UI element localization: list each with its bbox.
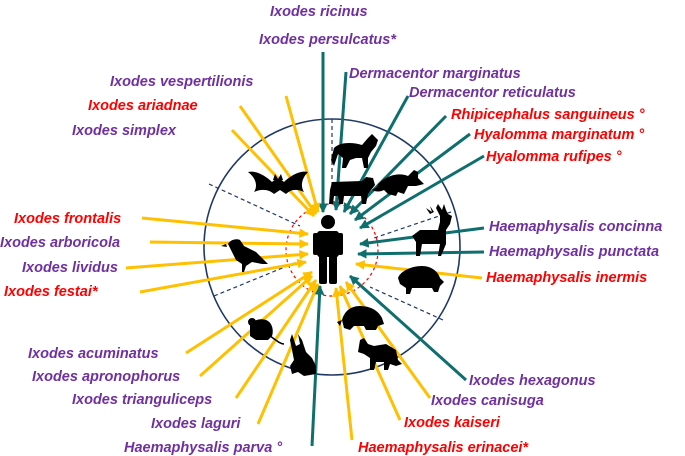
arrow-ariadnae [238,105,318,215]
label-canisuga: Ixodes canisuga [431,393,544,409]
label-ariadnae: Ixodes ariadnae [88,98,198,114]
arrow-laguri [256,283,320,425]
arrow-lividus [125,249,309,270]
deer-icon [412,204,452,256]
arrow-festai [139,258,307,294]
human-icon [313,215,343,284]
hedgehog-icon [337,306,384,330]
fox-top-icon [372,170,424,196]
label-laguri: Ixodes laguri [151,416,241,432]
horse-icon [331,134,378,168]
hare-icon [290,334,316,376]
label-ricinus: Ixodes ricinus [270,4,368,20]
sector-dividers [208,119,452,321]
label-festai: Ixodes festai* [4,284,99,300]
label-hyamarg: Hyalomma marginatum ° [474,127,644,143]
label-triangul: Ixodes trianguliceps [72,392,212,408]
boar-icon [398,266,444,294]
fox-bottom-icon [358,338,402,370]
label-lividus: Ixodes lividus [22,260,118,276]
label-vesper: Ixodes vespertilionis [110,74,253,90]
arrow-vesper [284,95,321,213]
bird-icon [221,239,268,272]
arrow-acuminatus [185,270,313,355]
arrow-hyaruf [359,154,485,230]
label-inermis: Haemaphysalis inermis [486,270,647,286]
label-simplex: Ixodes simplex [72,123,177,139]
arrow-simplex [230,128,316,218]
bat-icon [248,171,308,194]
arrow-frontalis [141,216,309,238]
label-hexagonus: Ixodes hexagonus [469,373,596,389]
cow-icon [329,177,375,204]
label-concinna: Haemaphysalis concinna [489,219,662,235]
label-persulcatus: Ixodes persulcatus* [259,32,397,48]
label-kaiseri: Ixodes kaiseri [404,415,501,431]
label-derret: Dermacentor reticulatus [409,85,576,101]
label-apronoph: Ixodes apronophorus [32,369,180,385]
mouse-icon [248,318,285,345]
arrow-erinacei [332,287,354,441]
species-labels: Ixodes ricinus Ixodes persulcatus* Derma… [0,4,662,456]
label-parva: Haemaphysalis parva ° [124,440,282,456]
arrow-canisuga [344,281,432,399]
label-erinacei: Haemaphysalis erinacei* [358,440,529,456]
arrow-triangul [234,279,318,399]
label-dermarg: Dermacentor marginatus [349,66,521,82]
label-acuminatus: Ixodes acuminatus [28,346,159,362]
label-hyaruf: Hyalomma rufipes ° [486,149,622,165]
label-rhipi: Rhipicephalus sanguineus ° [451,107,645,123]
arrow-punctata [357,249,485,259]
label-punctata: Haemaphysalis punctata [489,244,659,260]
label-arboricola: Ixodes arboricola [0,235,120,251]
label-frontalis: Ixodes frontalis [14,211,121,227]
arrow-hexagonus [348,274,468,382]
